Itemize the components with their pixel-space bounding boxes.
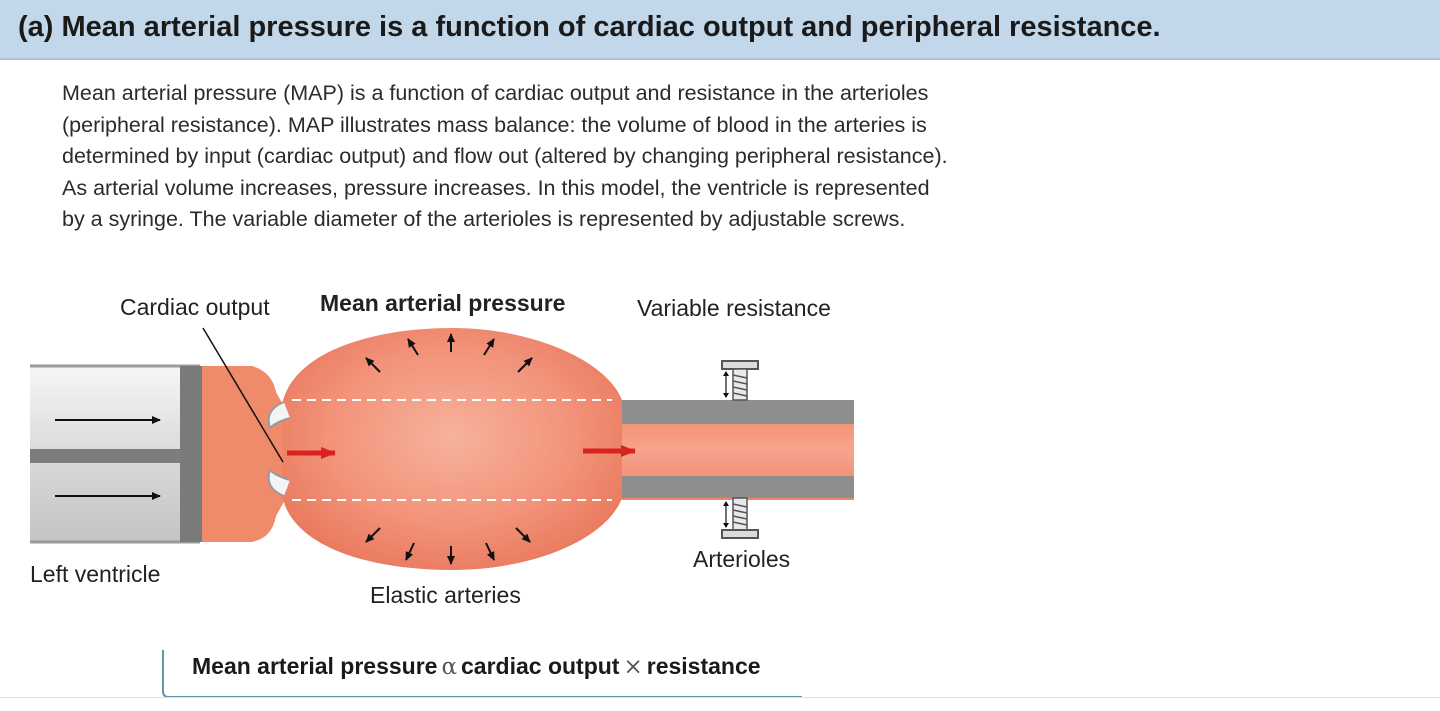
figure-title: (a) Mean arterial pressure is a function… xyxy=(18,11,1161,43)
formula-right: resistance xyxy=(646,653,761,679)
screw-top xyxy=(721,360,759,401)
ventricle-blood xyxy=(202,366,286,542)
paragraph-line: As arterial volume increases, pressure i… xyxy=(62,175,930,200)
label-variable-resistance: Variable resistance xyxy=(637,295,831,321)
label-left-ventricle: Left ventricle xyxy=(30,561,161,587)
paragraph-line: Mean arterial pressure (MAP) is a functi… xyxy=(62,81,929,105)
label-mean-arterial-pressure: Mean arterial pressure xyxy=(320,290,566,316)
label-elastic-arteries: Elastic arteries xyxy=(370,582,521,608)
times-symbol: × xyxy=(623,654,643,680)
proportional-symbol: α xyxy=(441,654,457,680)
paragraph-line: (peripheral resistance). MAP illustrates… xyxy=(62,112,927,137)
formula-left: Mean arterial pressure xyxy=(192,653,438,679)
figure-header: (a) Mean arterial pressure is a function… xyxy=(0,0,1440,60)
paragraph-line: determined by input (cardiac output) and… xyxy=(62,144,948,168)
description-paragraph: Mean arterial pressure (MAP) is a functi… xyxy=(62,78,1122,236)
valve-flap-bottom xyxy=(267,468,291,497)
cardiac-output-leader xyxy=(202,327,284,463)
pressure-arrows xyxy=(365,333,533,565)
screw-bottom xyxy=(721,497,759,539)
valve-flap-top xyxy=(267,401,291,430)
plunger-head xyxy=(180,366,202,542)
arteriole-tube xyxy=(596,400,854,500)
elastic-artery-balloon xyxy=(282,328,622,570)
paragraph-line: by a syringe. The variable diameter of t… xyxy=(62,207,906,231)
bottom-divider xyxy=(0,697,1440,698)
plunger-rod xyxy=(30,449,182,463)
label-cardiac-output: Cardiac output xyxy=(120,294,270,320)
formula-middle: cardiac output xyxy=(461,653,620,679)
label-arterioles: Arterioles xyxy=(693,546,791,572)
